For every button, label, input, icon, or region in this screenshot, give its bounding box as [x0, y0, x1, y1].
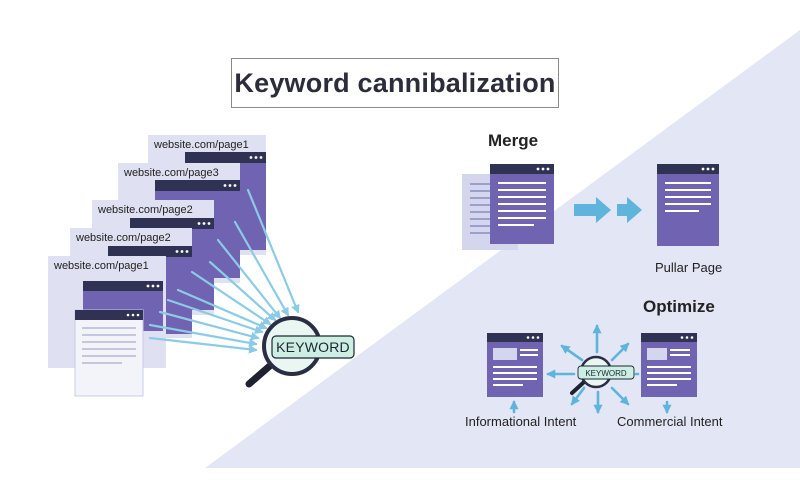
keyword-arrows	[148, 188, 300, 354]
page-url-label: website.com/page3	[124, 167, 219, 179]
magnifier-icon	[570, 355, 635, 395]
optimize-arrows	[509, 324, 672, 414]
optimize-heading: Optimize	[643, 297, 715, 316]
informational-page	[487, 333, 543, 397]
diagram-title: Keyword cannibalization	[234, 67, 556, 98]
merge-heading: Merge	[488, 131, 539, 150]
merge-diagram	[462, 164, 554, 250]
page-url-label: website.com/page1	[54, 260, 149, 272]
page-stack	[48, 135, 266, 397]
commercial-page	[641, 333, 697, 397]
informational-intent-caption: Informational Intent	[465, 414, 577, 429]
keyword-label: KEYWORD	[276, 339, 350, 355]
merged-page-caption: Pullar Page	[655, 260, 723, 275]
magnifier-icon	[245, 316, 355, 388]
diagram-title-box: Keyword cannibalization	[231, 58, 559, 108]
page-url-label: website.com/page2	[76, 232, 171, 244]
optimize-keyword-label: KEYWORD	[585, 368, 627, 378]
commercial-intent-caption: Commercial Intent	[617, 414, 723, 429]
arrow-icon	[574, 197, 642, 223]
document-page	[74, 309, 144, 397]
page-url-label: website.com/page2	[98, 204, 193, 216]
page-url-label: website.com/page1	[154, 139, 249, 151]
merged-page	[657, 164, 719, 246]
